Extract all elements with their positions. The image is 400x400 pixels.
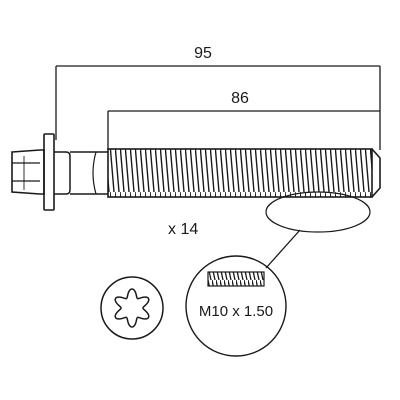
overall-length-dimension: 95: [55, 45, 381, 150]
callout-leader-line: [265, 229, 301, 269]
overall-length-label: 95: [194, 45, 212, 62]
torx-drive-icon: [100, 276, 164, 340]
thread-detail-icon: M10 x 1.50: [185, 255, 287, 357]
bolt-side-view-icon: [11, 133, 381, 211]
thread-callout-ellipse: [265, 191, 371, 233]
quantity-label: x 14: [168, 221, 198, 238]
thread-length-label: 86: [231, 90, 249, 107]
thread-length-dimension: 86: [107, 90, 380, 150]
thread-spec-label: M10 x 1.50: [199, 303, 273, 320]
